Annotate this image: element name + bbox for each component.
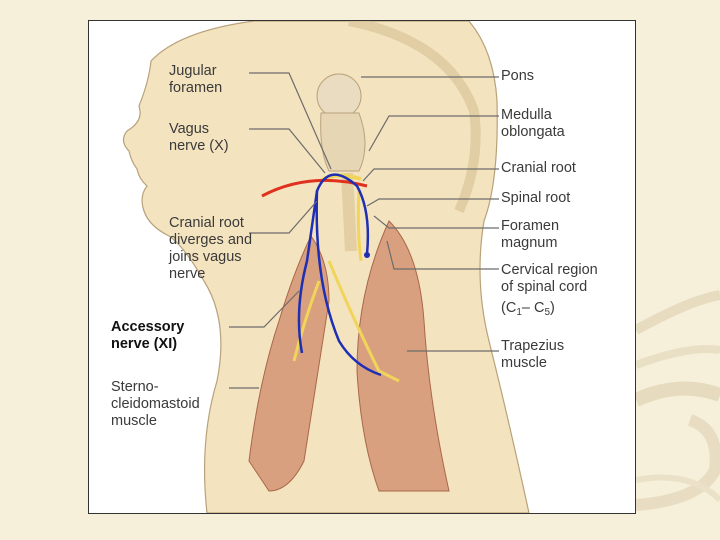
- label-accessory-nerve: Accessory nerve (XI): [111, 319, 184, 353]
- spinal-cord: [347, 173, 351, 251]
- label-trapezius: Trapezius muscle: [501, 338, 564, 372]
- pons: [317, 74, 361, 118]
- blue-annotation-dot: [364, 252, 370, 258]
- label-foramen-magnum: Foramen magnum: [501, 218, 559, 252]
- label-cervical-region: Cervical region of spinal cord: [501, 262, 598, 296]
- label-vagus-nerve: Vagus nerve (X): [169, 121, 229, 155]
- label-cervical-segments: (C1– C5): [501, 300, 555, 321]
- label-pons: Pons: [501, 68, 534, 85]
- label-sternocleidomastoid: Sterno- cleidomastoid muscle: [111, 379, 200, 430]
- label-cranial-root-diverges: Cranial root diverges and joins vagus ne…: [169, 215, 252, 283]
- anatomy-figure-frame: Jugular foramen Vagus nerve (X) Cranial …: [88, 20, 636, 514]
- label-medulla-oblongata: Medulla oblongata: [501, 107, 565, 141]
- medulla-oblongata: [321, 113, 365, 171]
- label-cranial-root: Cranial root: [501, 160, 576, 177]
- label-jugular-foramen: Jugular foramen: [169, 63, 222, 97]
- label-spinal-root: Spinal root: [501, 190, 570, 207]
